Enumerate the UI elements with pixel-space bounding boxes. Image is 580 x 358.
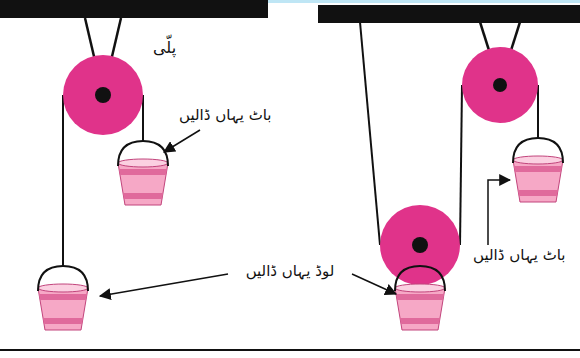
instruction-label: باٹ یہاں ڈالیں — [470, 246, 569, 266]
instruction-label: باٹ یہاں ڈالیں — [176, 106, 275, 126]
leader-arrow — [164, 130, 200, 152]
leader-arrow — [488, 180, 510, 245]
part-name: پلّی — [150, 38, 179, 59]
instruction-label: لوڈ یہاں ڈالیں — [243, 262, 338, 282]
weight-bucket — [513, 138, 563, 202]
load-bucket — [395, 266, 445, 330]
floor-line — [0, 349, 580, 351]
ceiling-bar — [0, 0, 268, 18]
ceiling-bar — [318, 5, 580, 23]
leader-arrow — [100, 274, 228, 296]
weight-bucket — [118, 141, 168, 205]
leader-arrow — [352, 274, 396, 294]
load-bucket — [38, 266, 88, 330]
